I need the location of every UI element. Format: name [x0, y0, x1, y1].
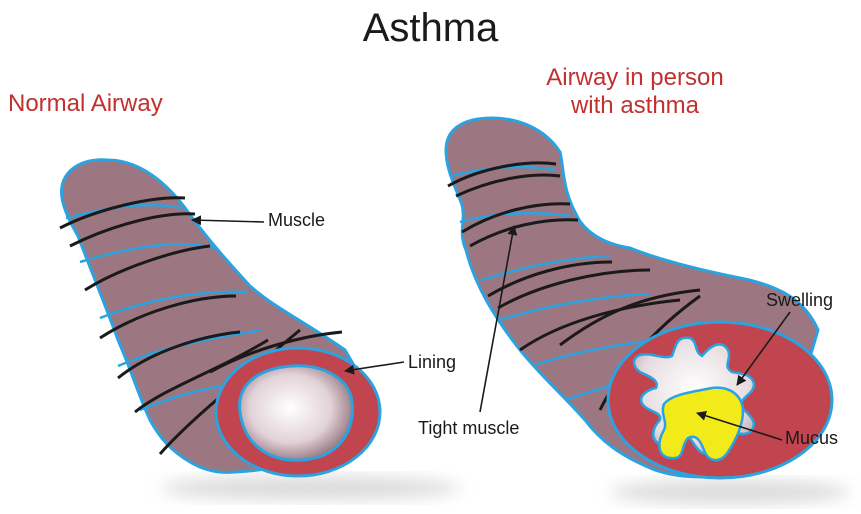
normal-airway-lumen: [240, 366, 353, 460]
lining-label: Lining: [408, 352, 456, 373]
asthma-airway-shadow: [610, 480, 850, 504]
tight-muscle-label: Tight muscle: [418, 418, 519, 439]
mucus-label: Mucus: [785, 428, 838, 449]
normal-airway: [60, 160, 460, 500]
normal-airway-shadow: [160, 476, 460, 500]
swelling-label: Swelling: [766, 290, 833, 311]
muscle-label: Muscle: [268, 210, 325, 231]
muscle-arrow: [192, 220, 264, 222]
